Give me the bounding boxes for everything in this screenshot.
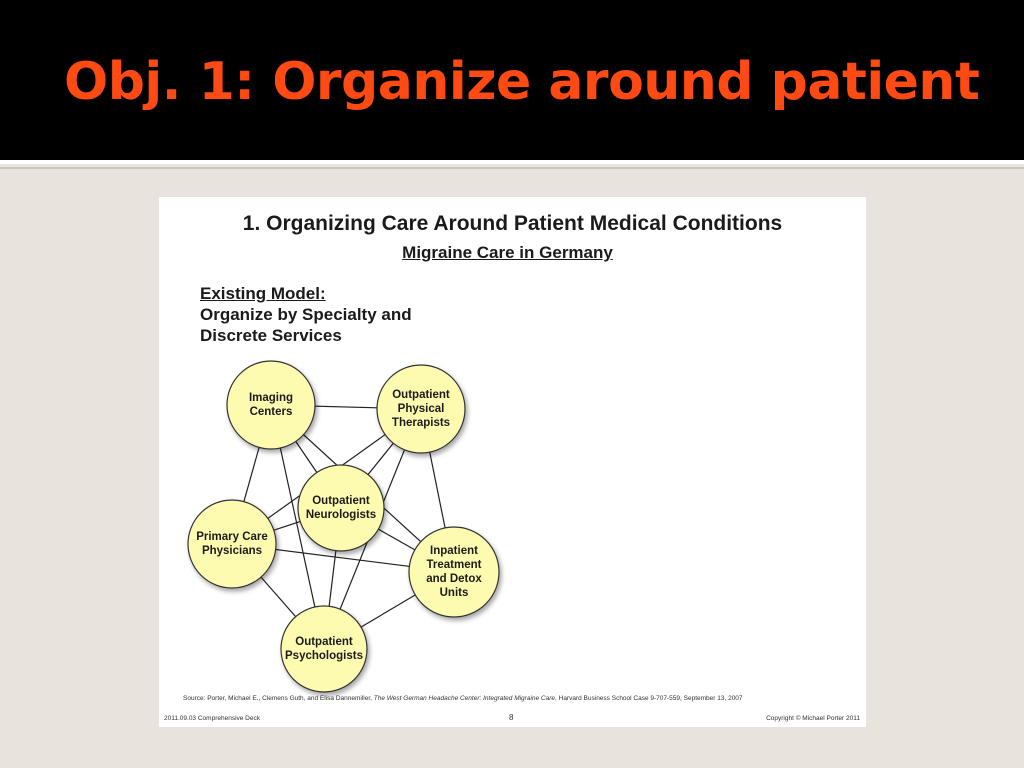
node-label-line: Centers [249,406,293,418]
node-label-line: Treatment [426,559,482,571]
header-divider-shadow [0,167,1024,169]
node-label-line: Primary Care [196,531,268,543]
slide-subtitle: Migraine Care in Germany [159,242,856,264]
node-label-line: Outpatient [312,495,370,507]
node-inpatient [408,526,500,618]
node-imaging [226,360,316,450]
node-label-line: Therapists [391,417,451,429]
model-description-line-1: Organize by Specialty and [200,305,412,324]
source-citation: Source: Porter, Michael E., Clemens Guth… [183,695,743,703]
care-network-diagram [187,360,500,693]
node-label-line: Physicians [201,545,263,557]
embedded-slide-image: 1. Organizing Care Around Patient Medica… [159,197,866,727]
node-label-line: Units [439,587,469,599]
node-label-line: Neurologists [305,509,377,521]
footer-deck-label: 2011.09.03 Comprehensive Deck [164,715,260,722]
node-label-line: Inpatient [430,545,478,557]
node-label-line: Physical [397,403,445,415]
node-label-line: and Detox [426,573,482,585]
source-suffix: , Harvard Business School Case 9-707-559… [555,695,743,702]
slide-subtitle-text: Migraine Care in Germany [402,243,613,262]
model-description-line-2: Discrete Services [200,326,342,345]
node-psych [280,605,368,693]
node-pt [376,364,466,454]
node-label-line: Imaging [248,392,294,404]
node-neuro [297,464,385,552]
slide-title: 1. Organizing Care Around Patient Medica… [242,212,783,235]
node-label-line: Psychologists [285,650,363,662]
source-prefix: Source: Porter, Michael E., Clemens Guth… [183,695,374,702]
model-heading: Existing Model: [200,284,326,303]
node-pcp [187,499,277,589]
footer-page-number: 8 [509,713,514,722]
footer-copyright: Copyright © Michael Porter 2011 [766,715,860,722]
page-title: Obj. 1: Organize around patient [64,52,980,112]
header-bar: Obj. 1: Organize around patient [0,0,1024,160]
node-label-line: Outpatient [392,389,450,401]
source-title: The West German Headache Center: Integra… [373,695,556,702]
node-label-line: Outpatient [295,636,353,648]
header-divider [0,160,1024,164]
